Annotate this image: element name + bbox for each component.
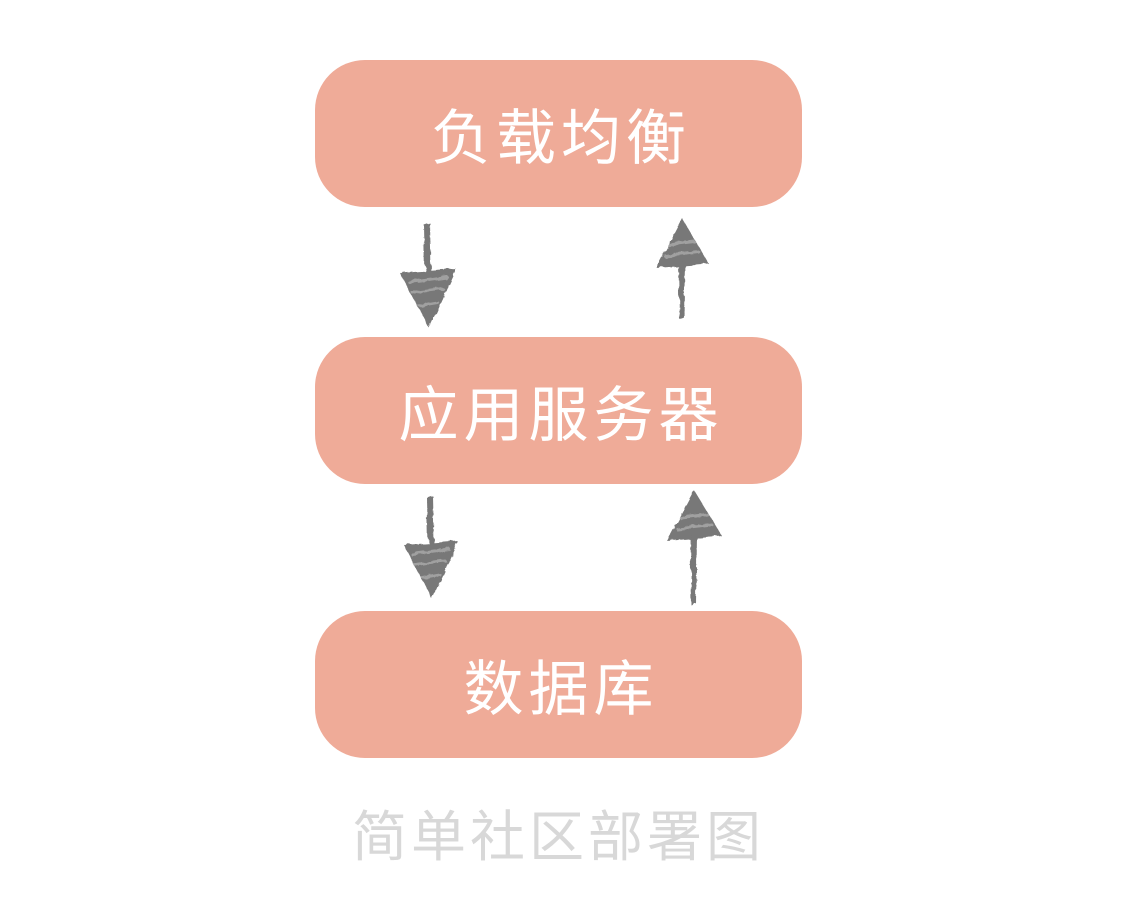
down-arrow-icon	[404, 496, 458, 599]
node-load-balancer: 负载均衡	[315, 60, 802, 207]
down-arrow-icon	[400, 223, 456, 328]
diagram-caption: 简单社区部署图	[351, 806, 765, 868]
up-arrow-icon	[667, 490, 722, 605]
node-app-server: 应用服务器	[315, 337, 802, 484]
node-load-balancer-label: 负载均衡	[431, 105, 691, 172]
up-arrow-icon	[656, 218, 709, 319]
node-database-label: 数据库	[463, 656, 659, 723]
node-database: 数据库	[315, 611, 802, 758]
node-app-server-label: 应用服务器	[398, 382, 724, 449]
